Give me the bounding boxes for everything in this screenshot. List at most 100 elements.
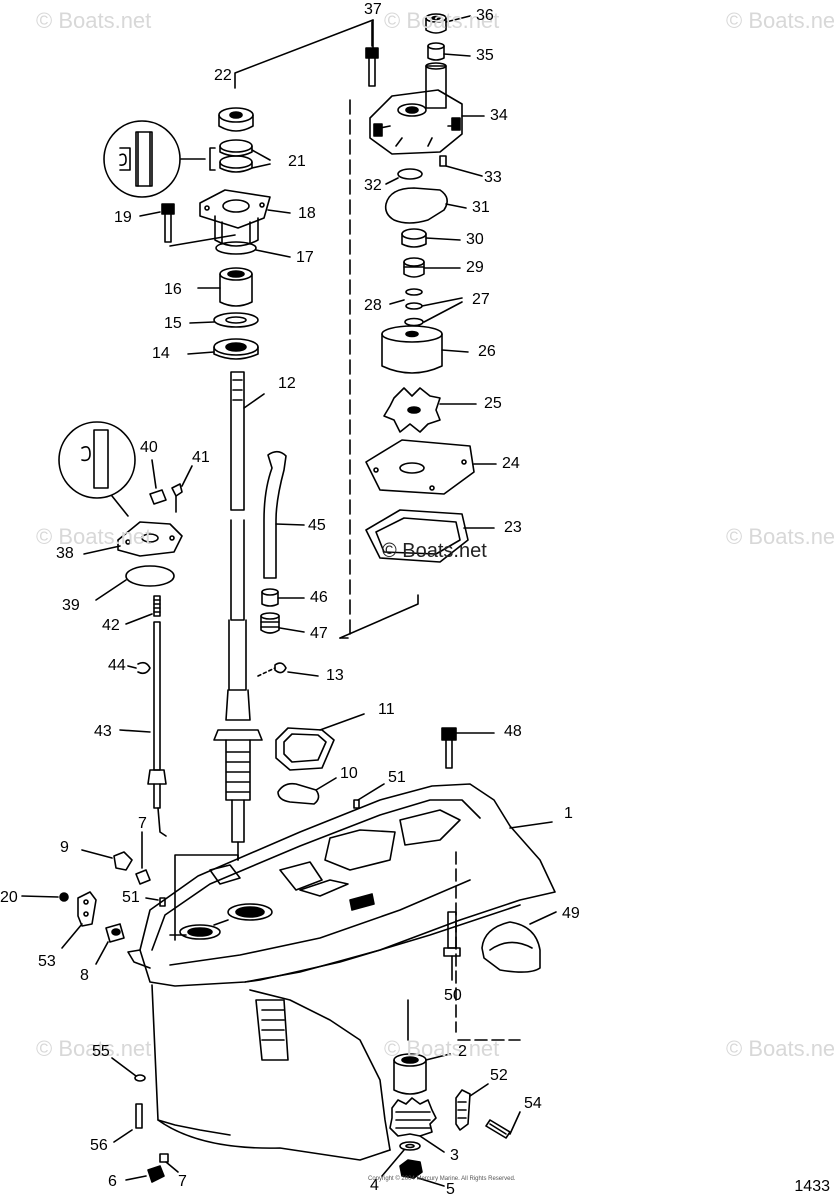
part-28-washer	[389, 288, 423, 305]
callout-16: 16	[164, 281, 182, 298]
callout-15: 15	[164, 315, 182, 332]
callout-55: 55	[92, 1043, 110, 1060]
part-17-oring	[215, 241, 291, 258]
callout-20: 20	[0, 889, 18, 906]
watermark-bottom-right: © Boats.net	[726, 1036, 834, 1061]
part-50-screw	[443, 911, 461, 981]
part-45-water-tube	[263, 450, 305, 579]
callout-12: 12	[278, 375, 296, 392]
watermark-mid-left: © Boats.net	[36, 524, 152, 549]
part-51-upper	[353, 783, 385, 809]
watermark-mid-center: © Boats.net	[382, 540, 487, 562]
part-54-screw	[485, 1111, 521, 1139]
watermark-top-center: © Boats.net	[384, 8, 500, 33]
callout-21: 21	[288, 153, 306, 170]
part-15-washer	[189, 312, 259, 328]
part-56-screw	[113, 1103, 143, 1143]
callout-35: 35	[476, 47, 494, 64]
callout-53: 53	[38, 953, 56, 970]
callout-39: 39	[62, 597, 80, 614]
callout-27: 27	[472, 291, 490, 308]
part-34-pump-housing	[369, 62, 485, 155]
callout-28: 28	[364, 297, 382, 314]
callout-33: 33	[484, 169, 502, 186]
part-26-cup	[381, 325, 469, 374]
part-44-clip	[127, 661, 151, 675]
part-27-oring-pair	[404, 297, 463, 327]
part-31-gasket	[384, 187, 467, 224]
part-3-gear	[389, 1097, 445, 1153]
part-12-driveshaft	[213, 371, 265, 861]
part-18-housing	[199, 189, 291, 247]
part-21-seals	[219, 139, 271, 173]
callout-5: 5	[446, 1181, 455, 1198]
callout-51-upper: 51	[388, 769, 406, 786]
part-8-bushing	[95, 923, 125, 965]
callout-17: 17	[296, 249, 314, 266]
watermark-bottom-left: © Boats.net	[36, 1036, 152, 1061]
part-16-bearing	[197, 267, 253, 307]
callout-56: 56	[90, 1137, 108, 1154]
detail-circle-21	[103, 120, 216, 198]
callout-29: 29	[466, 259, 484, 276]
assembly-guide-line	[169, 19, 419, 639]
callout-47: 47	[310, 625, 328, 642]
part-24-plate	[365, 439, 497, 495]
part-2-bearing	[393, 999, 451, 1095]
part-1-gearcase	[127, 783, 556, 1161]
callout-37: 37	[364, 1, 382, 18]
part-52-tab	[455, 1083, 489, 1131]
watermark-mid-right: © Boats.net	[726, 524, 834, 549]
callout-6: 6	[108, 1173, 117, 1190]
callout-2: 2	[458, 1043, 467, 1060]
callout-22: 22	[214, 67, 232, 84]
callout-23: 23	[504, 519, 522, 536]
part-42-spring	[125, 595, 161, 625]
part-20-ball	[21, 892, 69, 902]
callout-50: 50	[444, 987, 462, 1004]
part-19-bolt	[139, 203, 175, 243]
detail-circle-38	[58, 421, 136, 517]
callout-30: 30	[466, 231, 484, 248]
part-22-seal	[218, 107, 254, 132]
part-13-pin	[257, 662, 319, 677]
callout-13: 13	[326, 667, 344, 684]
part-55-plug	[111, 1057, 146, 1082]
part-30-liner	[401, 228, 461, 248]
callout-7-upper: 7	[138, 815, 147, 832]
callout-26: 26	[478, 343, 496, 360]
callout-4: 4	[370, 1177, 379, 1194]
part-25-impeller	[383, 387, 477, 433]
callout-9: 9	[60, 839, 69, 856]
part-33-pin	[439, 155, 483, 177]
callout-40: 40	[140, 439, 158, 456]
callout-31: 31	[472, 199, 490, 216]
callout-45: 45	[308, 517, 326, 534]
part-41-screw	[171, 465, 193, 513]
callout-48: 48	[504, 723, 522, 740]
part-6-screw	[125, 1165, 165, 1183]
part-32-oring	[385, 168, 423, 185]
callout-10: 10	[340, 765, 358, 782]
part-46-grommet	[261, 588, 305, 607]
callout-49: 49	[562, 905, 580, 922]
callout-14: 14	[152, 345, 170, 362]
part-9-clip	[81, 849, 133, 871]
part-37-bolt	[365, 21, 379, 87]
callout-32: 32	[364, 177, 382, 194]
part-7-upper	[135, 831, 151, 885]
callout-11: 11	[378, 701, 395, 718]
part-10-pad	[277, 777, 337, 805]
callout-52: 52	[490, 1067, 508, 1084]
callout-42: 42	[102, 617, 120, 634]
part-14-cup	[187, 338, 259, 360]
watermark-top-right: © Boats.net	[726, 8, 834, 33]
callout-3: 3	[450, 1147, 459, 1164]
part-4-washer	[381, 1141, 421, 1177]
callout-19: 19	[114, 209, 132, 226]
part-35-seal	[427, 42, 471, 61]
callout-54: 54	[524, 1095, 542, 1112]
part-53-bracket	[61, 891, 97, 949]
callout-25: 25	[484, 395, 502, 412]
